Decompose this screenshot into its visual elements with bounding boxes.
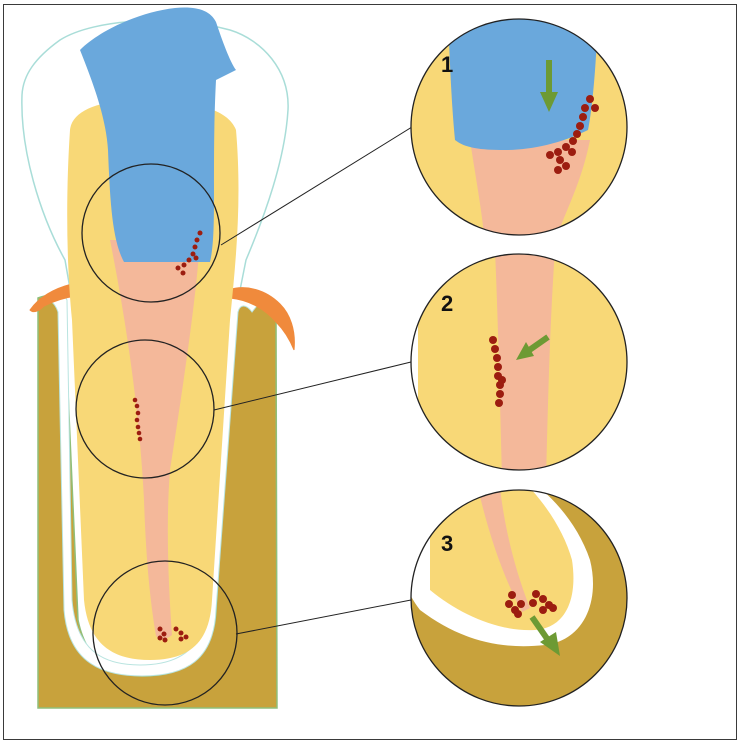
detail-view-3: 3 [405,488,635,718]
callout-label-1: 1 [441,52,453,77]
callout-label-2: 2 [441,291,453,316]
main-tooth [22,8,295,708]
detail-view-1: 1 [405,15,635,245]
detail-view-2: 2 [405,250,635,480]
callout-label-3: 3 [441,531,453,556]
